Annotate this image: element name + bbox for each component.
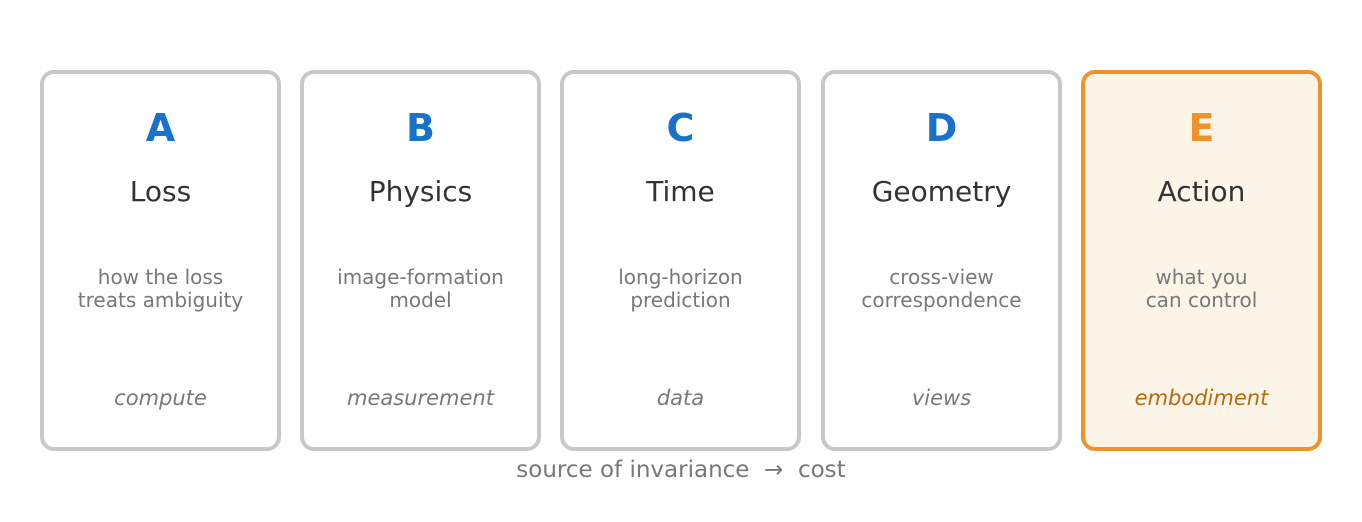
card-letter: D [925,106,958,150]
card-title: Physics [368,175,473,208]
card-letter: C [666,106,695,150]
axis-caption: source of invariance → cost [516,457,846,483]
card-cost: data [656,386,705,410]
card-description: cross-view correspondence [861,265,1022,312]
card-description: long-horizon prediction [618,265,743,312]
card-cost: embodiment [1134,386,1269,410]
card-title: Time [646,175,715,208]
card-physics: B Physics image-formation model measurem… [300,70,541,451]
card-letter: A [145,106,176,150]
card-action: E Action what you can control embodiment [1081,70,1322,451]
card-description: how the loss treats ambiguity [77,265,244,312]
card-time: C Time long-horizon prediction data [560,70,801,451]
card-cost: views [911,386,972,410]
card-letter: E [1188,106,1215,150]
card-title: Loss [129,175,192,208]
card-letter: B [406,106,435,150]
card-description: what you can control [1145,265,1258,312]
card-title: Geometry [871,175,1012,208]
card-cost: measurement [347,386,494,410]
card-loss: A Loss how the loss treats ambiguity com… [40,70,281,451]
card-geometry: D Geometry cross-view correspondence vie… [821,70,1062,451]
card-description: image-formation model [337,265,504,312]
card-cost: compute [114,386,207,410]
card-title: Action [1157,175,1246,208]
